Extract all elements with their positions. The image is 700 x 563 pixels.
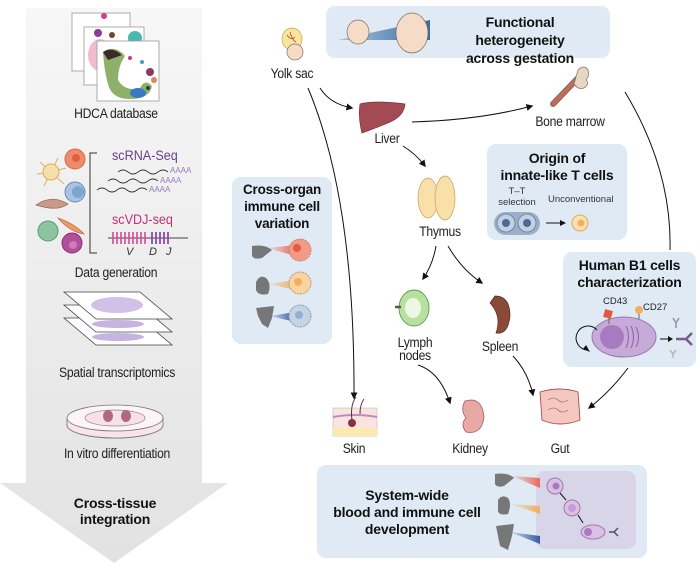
polya-tail-2: AAAA <box>160 176 182 185</box>
arrow-b1-to-gut <box>587 367 629 409</box>
unconventional-label: Unconventional <box>548 194 614 205</box>
cd43-marker-label: CD43 <box>603 296 628 307</box>
organ-bone-marrow: Bone marrow <box>535 114 605 129</box>
arrow-thymus-to-spleen <box>447 245 484 284</box>
thymus-icon <box>417 175 456 221</box>
yolk-sac-icon <box>281 27 304 61</box>
arrow-thymus-to-lymph <box>422 245 437 281</box>
step-hdca-database: HDCA database <box>74 106 158 121</box>
organ-yolk-sac: Yolk sac <box>270 66 314 81</box>
cross-organ-line3: variation <box>254 216 310 231</box>
tt-line1: T–T <box>508 186 526 197</box>
tt-line2: selection <box>498 197 536 208</box>
organ-spleen: Spleen <box>481 339 519 354</box>
arrow-liver-to-thymus <box>402 145 426 168</box>
lymph-nodes-line2: nodes <box>399 348 431 363</box>
organ-lymph-nodes: Lymph nodes <box>393 335 438 363</box>
b1-line1: Human B1 cells <box>578 257 681 273</box>
kidney-icon <box>462 399 485 433</box>
arrow-label-line1: Cross-tissue <box>73 495 157 511</box>
polya-tail-1: AAAA <box>170 166 192 175</box>
arrow-label-line2: integration <box>79 511 151 527</box>
segment-d: D <box>149 246 157 258</box>
spleen-icon <box>489 295 511 334</box>
organ-liver: Liver <box>374 131 400 146</box>
step-data-generation: Data generation <box>74 265 158 280</box>
heterogeneity-title: Functional heterogeneity across gestatio… <box>440 13 600 67</box>
organ-thymus: Thymus <box>419 224 461 239</box>
step-in-vitro-differentiation: In vitro differentiation <box>63 446 171 461</box>
b1-title: Human B1 cells characterization <box>563 257 696 291</box>
innate-t-title: Origin of innate-like T cells <box>487 150 627 184</box>
arrow-yolk-to-liver <box>319 87 354 111</box>
b1-line2: characterization <box>577 274 682 290</box>
bone-marrow-icon <box>550 66 590 107</box>
arrow-lymph-to-kidney <box>417 364 452 405</box>
cross-organ-line1: Cross-organ <box>242 182 322 197</box>
step-spatial-transcriptomics: Spatial transcriptomics <box>58 365 176 380</box>
gut-icon <box>539 388 581 425</box>
polya-tail-3: AAAA <box>149 185 171 194</box>
system-wide-line1: System-wide <box>365 487 449 503</box>
system-wide-line3: development <box>364 521 450 537</box>
scrna-seq-label: scRNA-Seq <box>112 147 178 163</box>
liver-icon <box>358 101 406 134</box>
arrow-liver-to-bone <box>411 104 534 123</box>
heterogeneity-line1: Functional heterogeneity <box>475 14 565 48</box>
cd27-marker-label: CD27 <box>643 302 668 313</box>
organ-kidney: Kidney <box>452 441 488 456</box>
cross-organ-line2: immune cell <box>244 199 320 214</box>
tt-selection-label: T–T selection <box>492 186 542 208</box>
system-wide-title: System-wide blood and immune cell develo… <box>327 487 487 538</box>
heterogeneity-box <box>326 6 610 58</box>
segment-j: J <box>166 246 172 258</box>
innate-t-line1: Origin of <box>528 150 586 166</box>
segment-v: V <box>126 246 134 258</box>
arrow-bone-to-gut <box>624 91 671 251</box>
heterogeneity-line2: across gestation <box>465 50 575 66</box>
scvdj-seq-label: scVDJ-seq <box>112 211 173 227</box>
innate-t-line2: innate-like T cells <box>500 167 614 183</box>
lymph-nodes-line1: Lymph <box>397 335 433 350</box>
organ-gut: Gut <box>550 441 570 456</box>
cross-tissue-integration-label: Cross-tissue integration <box>40 495 190 527</box>
lymph-node-icon <box>395 289 430 327</box>
skin-icon <box>332 396 378 437</box>
arrow-yolk-to-skin <box>307 87 358 400</box>
cross-organ-title: Cross-organ immune cell variation <box>232 181 332 232</box>
arrow-spleen-to-gut <box>512 355 536 397</box>
system-wide-line2: blood and immune cell <box>333 504 481 520</box>
organ-skin: Skin <box>342 441 366 456</box>
